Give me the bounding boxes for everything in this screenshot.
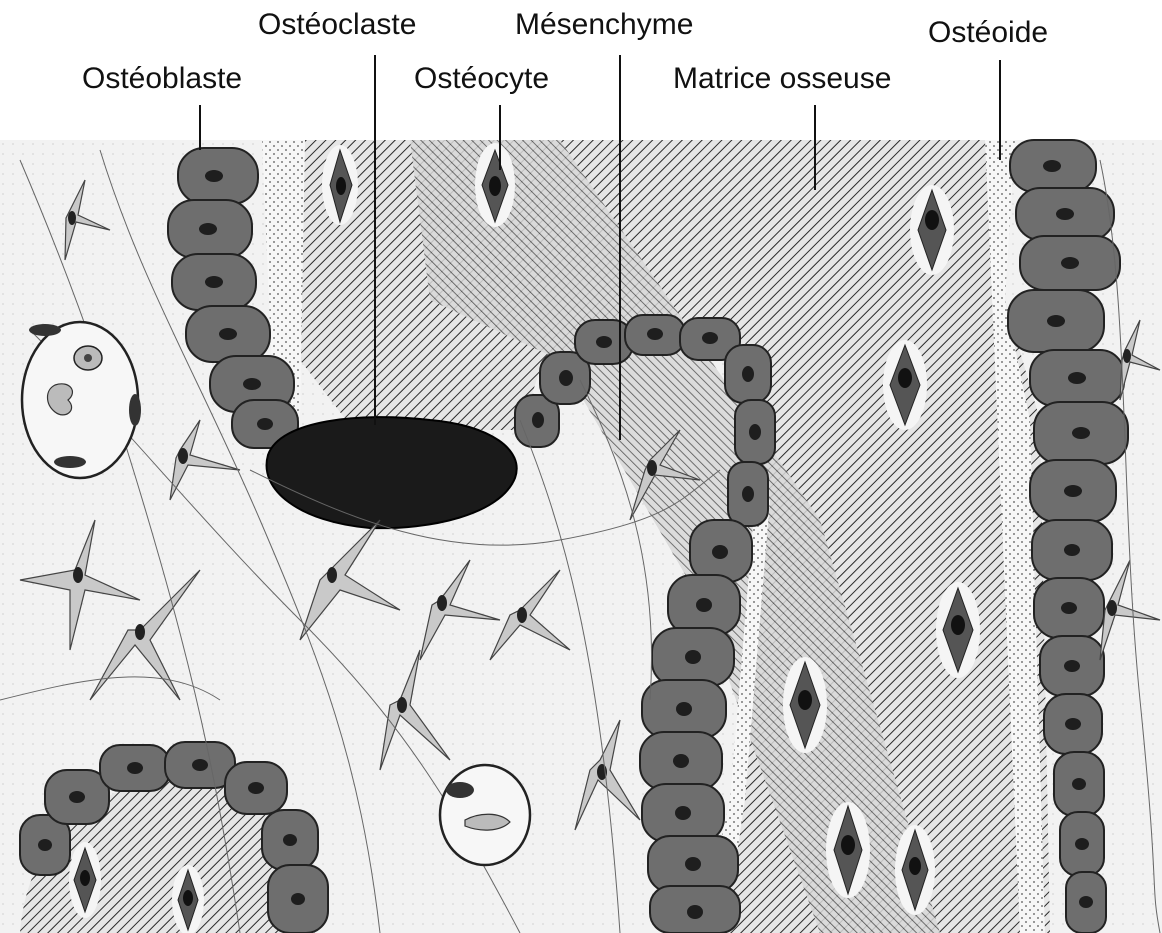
label-osteoclaste: Ostéoclaste [258, 10, 416, 40]
blood-vessel-lower [440, 765, 530, 865]
label-osteoblaste: Ostéoblaste [82, 64, 242, 94]
label-osteoide: Ostéoide [928, 18, 1048, 48]
label-mesenchyme: Mésenchyme [515, 10, 693, 40]
label-osteocyte: Ostéocyte [414, 64, 549, 94]
label-matrice-osseuse: Matrice osseuse [673, 64, 891, 94]
